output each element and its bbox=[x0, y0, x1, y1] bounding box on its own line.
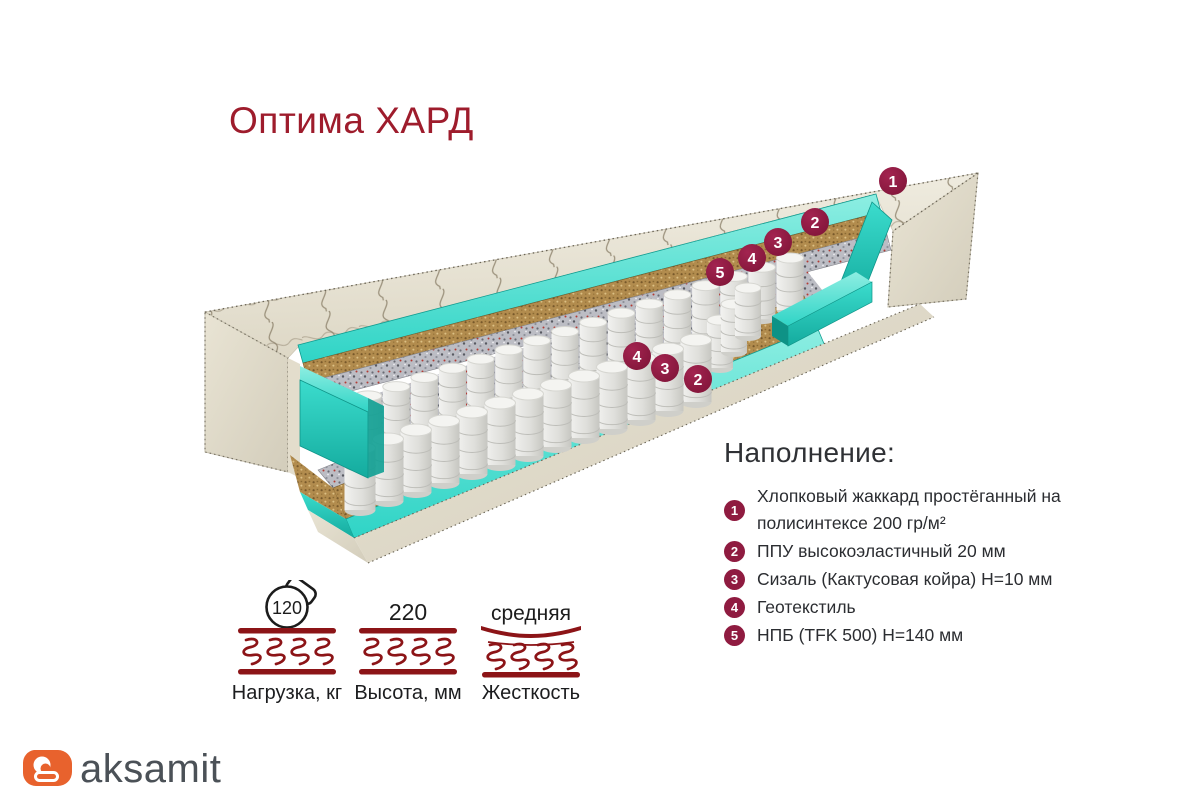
filling-item-text: Сизаль (Кактусовая койра) H=10 мм bbox=[757, 569, 1053, 589]
filling-item-number: 3 bbox=[724, 569, 745, 590]
callout-5: 5 bbox=[706, 258, 734, 286]
svg-text:4: 4 bbox=[748, 251, 757, 268]
filling-item-5: 5 НПБ (TFK 500) H=140 мм bbox=[724, 622, 1144, 649]
svg-text:3: 3 bbox=[774, 235, 783, 252]
foam-block-left bbox=[299, 366, 384, 479]
filling-item-text: Геотекстиль bbox=[757, 597, 856, 617]
spec-height-label: Высота, мм bbox=[354, 682, 462, 704]
svg-text:2: 2 bbox=[694, 372, 703, 389]
filling-item-text: Хлопковый жаккард простёганный на полиси… bbox=[757, 486, 1061, 533]
svg-text:1: 1 bbox=[889, 174, 898, 191]
callout-front-2: 2 bbox=[684, 365, 712, 393]
filling-item-number: 1 bbox=[724, 499, 745, 521]
filling-item-2: 2 ППУ высокоэластичный 20 мм bbox=[724, 538, 1144, 565]
callout-front-3: 3 bbox=[651, 354, 679, 382]
callout-2: 2 bbox=[801, 208, 829, 236]
filling-item-3: 3 Сизаль (Кактусовая койра) H=10 мм bbox=[724, 566, 1144, 593]
svg-text:5: 5 bbox=[716, 265, 725, 282]
foam-bar-right bbox=[772, 272, 873, 347]
kettlebell-body bbox=[265, 585, 309, 629]
kettlebell-springs-icon: 120 bbox=[238, 580, 336, 675]
spec-firmness-value: средняя bbox=[491, 602, 571, 625]
firmness-springs-icon: средняя bbox=[481, 602, 581, 678]
filling-item-number: 5 bbox=[724, 625, 745, 646]
diagram-callouts: 1 2 3 4 5 4 3 2 bbox=[623, 167, 907, 393]
callout-1: 1 bbox=[879, 167, 907, 195]
brand-logo: aksamit bbox=[22, 745, 221, 793]
spec-load-value: 120 bbox=[272, 598, 302, 618]
brand-logo-text: aksamit bbox=[80, 747, 222, 791]
filling-item-number: 2 bbox=[724, 541, 745, 562]
spec-load: 120 Нагрузка, кг bbox=[222, 580, 352, 705]
filling-item-number: 4 bbox=[724, 597, 745, 618]
spec-firmness-label: Жесткость bbox=[481, 682, 581, 704]
filling-item-text: ППУ высокоэластичный 20 мм bbox=[757, 541, 1006, 561]
filling-section: Наполнение: 1 Хлопковый жаккард простёга… bbox=[724, 437, 1144, 650]
callout-front-4: 4 bbox=[623, 342, 651, 370]
callout-4: 4 bbox=[738, 244, 766, 272]
svg-text:3: 3 bbox=[661, 361, 670, 378]
callout-3: 3 bbox=[764, 228, 792, 256]
spec-height: 220 Высота, мм bbox=[343, 580, 473, 705]
sagging-top-line bbox=[481, 626, 581, 638]
mattress-head-face bbox=[204, 310, 300, 478]
spec-height-value: 220 bbox=[389, 599, 427, 625]
spec-firmness: средняя Жесткость bbox=[466, 580, 596, 705]
filling-item-text: НПБ (TFK 500) H=140 мм bbox=[757, 625, 964, 645]
filling-heading: Наполнение: bbox=[724, 437, 896, 468]
filling-list: 1 Хлопковый жаккард простёганный на поли… bbox=[724, 483, 1144, 649]
product-title: Оптима ХАРД bbox=[229, 100, 474, 141]
filling-item-4: 4 Геотекстиль bbox=[724, 594, 1144, 621]
armchair-icon bbox=[22, 750, 72, 786]
filling-item-1: 1 Хлопковый жаккард простёганный на поли… bbox=[724, 483, 1144, 537]
svg-text:2: 2 bbox=[811, 215, 820, 232]
svg-text:4: 4 bbox=[633, 349, 642, 366]
height-springs-icon: 220 bbox=[359, 599, 457, 675]
spec-load-label: Нагрузка, кг bbox=[231, 682, 343, 704]
